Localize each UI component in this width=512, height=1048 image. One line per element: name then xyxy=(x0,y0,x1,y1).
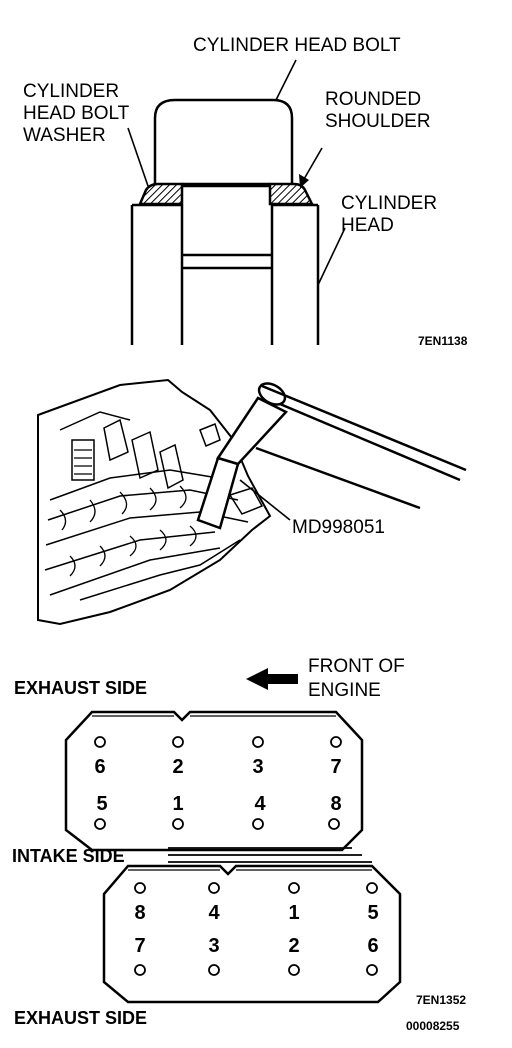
head-label-line1: CYLINDER xyxy=(341,193,437,214)
bolt-hole xyxy=(208,964,220,976)
bolt-sequence-number: 1 xyxy=(288,902,299,924)
bolt-hole xyxy=(366,964,378,976)
washer-label-line1: CYLINDER xyxy=(23,81,119,102)
socket-tool-drawing xyxy=(196,382,289,530)
bolt-hole xyxy=(134,964,146,976)
front-label-line2: ENGINE xyxy=(308,680,381,701)
bolt-label: CYLINDER HEAD BOLT xyxy=(193,35,401,56)
bolt-sequence-number: 7 xyxy=(134,935,145,957)
front-label-line1: FRONT OF xyxy=(308,656,405,677)
washer-label-line2: HEAD BOLT xyxy=(23,103,130,124)
washer-left-drawing xyxy=(138,182,184,206)
bolt-sequence-number: 1 xyxy=(172,793,183,815)
bolt-sequence-number: 5 xyxy=(96,793,107,815)
bolt-sequence-number: 8 xyxy=(134,902,145,924)
right-bank-outline xyxy=(102,864,402,1004)
bolt-hole xyxy=(288,882,300,894)
bolt-sequence-number: 3 xyxy=(252,756,263,778)
washer-label-line3: WASHER xyxy=(23,125,106,146)
cylinder-head-drawing xyxy=(130,203,320,345)
intake-side-label: INTAKE SIDE xyxy=(12,846,125,866)
bolt-hole xyxy=(94,736,106,748)
left-bank-bolts: 6 2 3 7 5 1 4 8 xyxy=(94,736,342,830)
bolt-hole xyxy=(252,818,264,830)
extension-bar-drawing xyxy=(255,384,467,510)
bolt-sequence-number: 6 xyxy=(367,935,378,957)
bolt-hole xyxy=(330,736,342,748)
shoulder-label-line1: ROUNDED xyxy=(325,89,421,110)
engine-drawing xyxy=(37,378,272,626)
bolt-sequence-number: 3 xyxy=(208,935,219,957)
bolt-sequence-number: 4 xyxy=(208,902,220,924)
left-bank-outline xyxy=(64,710,364,852)
document-number: 00008255 xyxy=(406,1019,460,1033)
figure-code-2: 7EN1352 xyxy=(416,993,466,1007)
bolt-hole xyxy=(134,882,146,894)
tool-label: MD998051 xyxy=(292,517,385,538)
head-label-line2: HEAD xyxy=(341,215,394,236)
bolt-hole xyxy=(288,964,300,976)
bolt-hole xyxy=(208,882,220,894)
exhaust-side-top-label: EXHAUST SIDE xyxy=(14,678,147,698)
bolt-hole xyxy=(328,818,340,830)
tool-figure: MD998051 xyxy=(37,378,467,626)
bolt-sequence-number: 2 xyxy=(288,935,299,957)
washer-right-drawing xyxy=(268,182,315,206)
figure-code-1: 7EN1138 xyxy=(418,334,468,348)
right-bank-bolts: 8 4 1 5 7 3 2 6 xyxy=(134,882,379,976)
bolt-hole xyxy=(172,736,184,748)
bolt-sequence-number: 4 xyxy=(254,793,266,815)
bolt-sequence-number: 2 xyxy=(172,756,183,778)
bolt-hole xyxy=(252,736,264,748)
bolt-head-drawing xyxy=(153,98,294,188)
intake-divider xyxy=(168,847,372,863)
shoulder-arrowhead xyxy=(299,174,309,188)
bolt-sequence-number: 6 xyxy=(94,756,105,778)
sequence-figure: FRONT OF ENGINE EXHAUST SIDE INTAKE SIDE… xyxy=(12,656,466,1033)
engine-detail xyxy=(44,411,264,601)
exhaust-side-bottom-label: EXHAUST SIDE xyxy=(14,1008,147,1028)
shoulder-label-line2: SHOULDER xyxy=(325,111,431,132)
bolt-sequence-number: 8 xyxy=(330,793,341,815)
front-arrow-icon xyxy=(246,668,298,690)
bolt-hole xyxy=(94,818,106,830)
bolt-sequence-number: 7 xyxy=(330,756,341,778)
bolt-hole xyxy=(366,882,378,894)
bolt-hole xyxy=(172,818,184,830)
bolt-figure: CYLINDER HEAD BOLT CYLINDER HEAD BOLT WA… xyxy=(23,35,468,348)
bolt-sequence-number: 5 xyxy=(367,902,378,924)
